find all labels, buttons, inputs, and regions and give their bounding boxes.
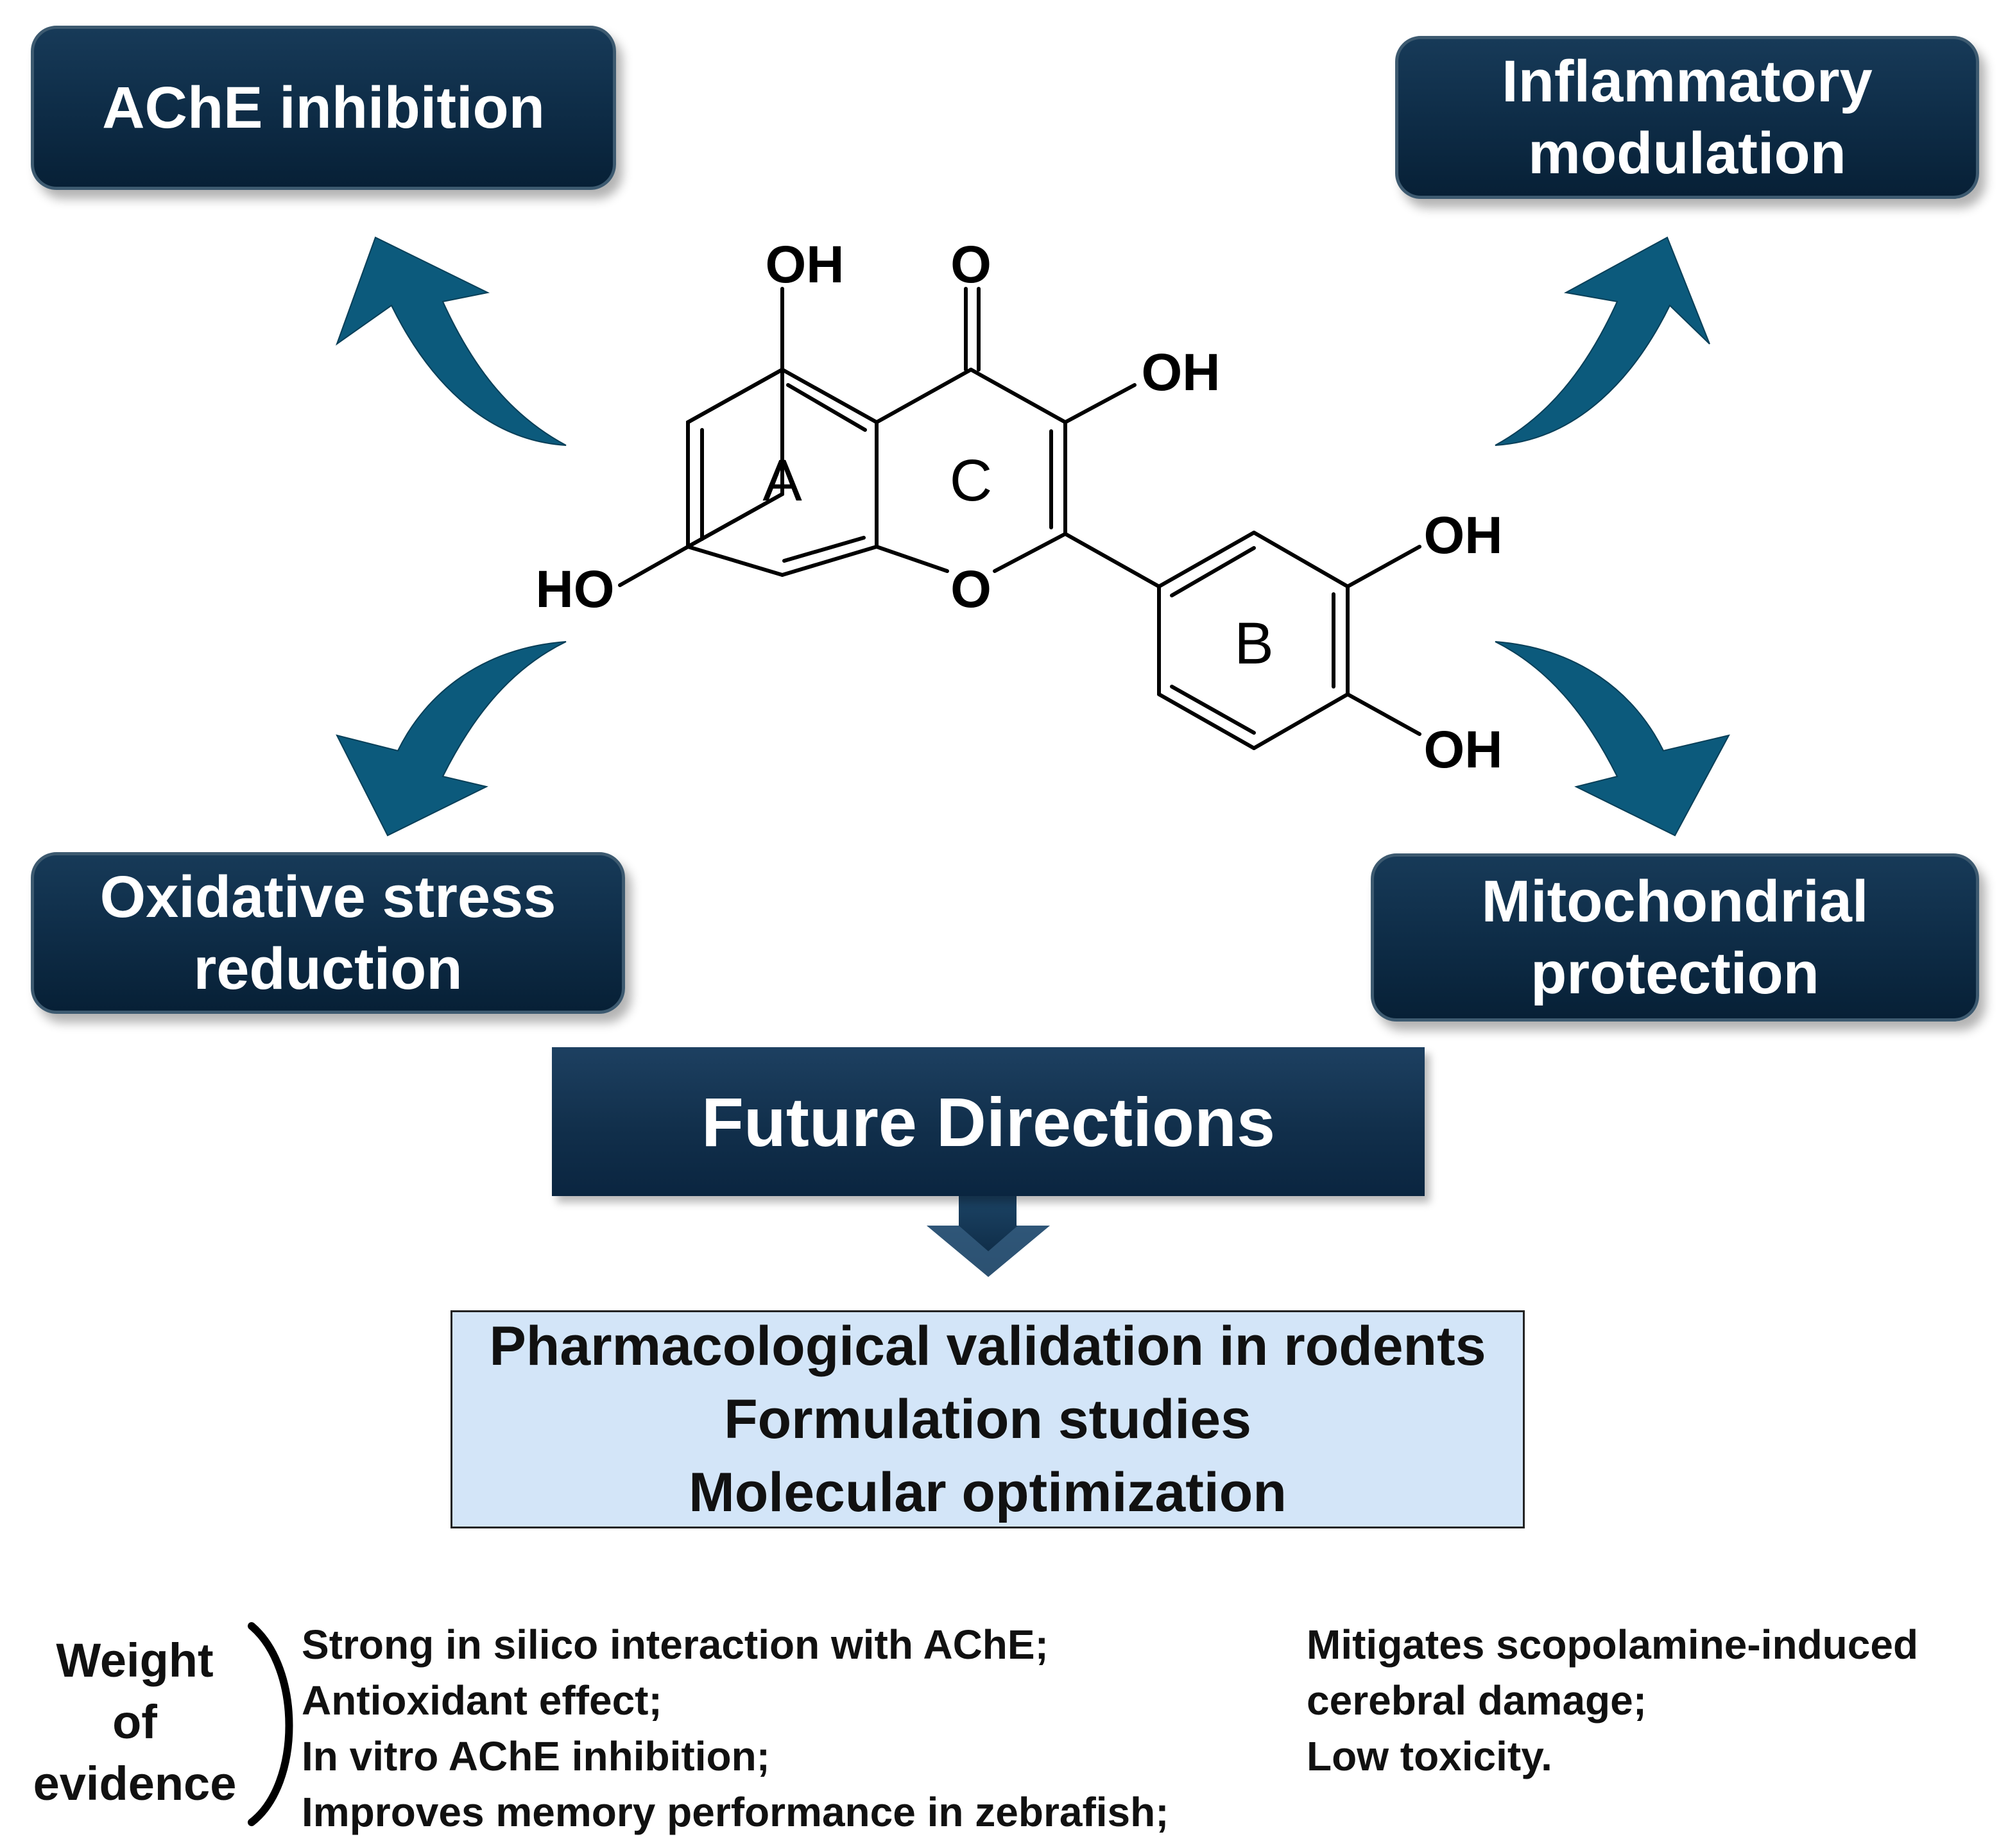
atom-o-ring: O	[950, 560, 991, 619]
oxidative-label-line1: Oxidative stress	[99, 864, 556, 930]
down-arrow-icon	[927, 1195, 1050, 1277]
ache-inhibition-box: AChE inhibition	[31, 26, 616, 190]
curved-arrow-up-right-icon	[1495, 236, 1710, 446]
inflammatory-modulation-box: Inflammatory modulation	[1395, 36, 1979, 199]
ache-inhibition-label: AChE inhibition	[102, 75, 545, 141]
weight-of-evidence-label: Weight of evidence	[26, 1630, 244, 1815]
woe-right-list: Mitigates scopolamine-induced cerebral d…	[1307, 1617, 1918, 1784]
direction-item: Molecular optimization	[689, 1462, 1287, 1523]
evidence-item: Improves memory performance in zebrafish…	[302, 1789, 1169, 1835]
future-directions-title: Future Directions	[701, 1082, 1276, 1161]
future-directions-banner: Future Directions	[552, 1047, 1425, 1196]
future-directions-list: Pharmacological validation in rodents Fo…	[451, 1310, 1525, 1528]
atom-oh-b3: OH	[1424, 506, 1503, 565]
mitochondrial-protection-box: Mitochondrial protection	[1371, 853, 1979, 1022]
atom-ho-c7: HO	[536, 560, 615, 619]
atom-oh-c5: OH	[766, 235, 845, 294]
evidence-item: Strong in silico interaction with AChE;	[302, 1621, 1049, 1668]
evidence-item: cerebral damage;	[1307, 1677, 1647, 1724]
evidence-item: Mitigates scopolamine-induced	[1307, 1621, 1919, 1668]
mitochondrial-label-line1: Mitochondrial	[1481, 869, 1869, 934]
woe-label-line: evidence	[33, 1757, 237, 1810]
atom-oh-c3: OH	[1142, 343, 1221, 402]
direction-item: Pharmacological validation in rodents	[489, 1315, 1486, 1377]
woe-label-line: Weight	[56, 1634, 214, 1687]
down-arrow-highlight	[927, 1226, 1050, 1277]
direction-item: Formulation studies	[724, 1389, 1251, 1450]
oxidative-stress-box: Oxidative stress reduction	[31, 852, 625, 1014]
inflammatory-label-line1: Inflammatory	[1502, 49, 1873, 114]
curved-arrow-down-right-icon	[1495, 641, 1730, 837]
curved-arrow-down-left-icon	[336, 641, 567, 837]
ring-label-a: A	[762, 448, 802, 513]
atom-o-carbonyl: O	[950, 235, 991, 294]
woe-label-line: of	[112, 1695, 157, 1749]
inflammatory-label-line2: modulation	[1528, 121, 1846, 186]
ring-label-b: B	[1234, 611, 1273, 676]
evidence-item: Antioxidant effect;	[302, 1677, 662, 1724]
evidence-item: In vitro AChE inhibition;	[302, 1733, 770, 1779]
atom-oh-b4: OH	[1424, 721, 1503, 779]
mitochondrial-label-line2: protection	[1531, 941, 1819, 1006]
quercetin-structure	[618, 287, 1421, 750]
evidence-item: Low toxicity.	[1307, 1733, 1552, 1779]
curved-arrow-up-left-icon	[335, 236, 567, 446]
ring-label-c: C	[950, 448, 992, 513]
oxidative-label-line2: reduction	[193, 936, 463, 1002]
woe-left-list: Strong in silico interaction with AChE; …	[302, 1617, 1169, 1840]
